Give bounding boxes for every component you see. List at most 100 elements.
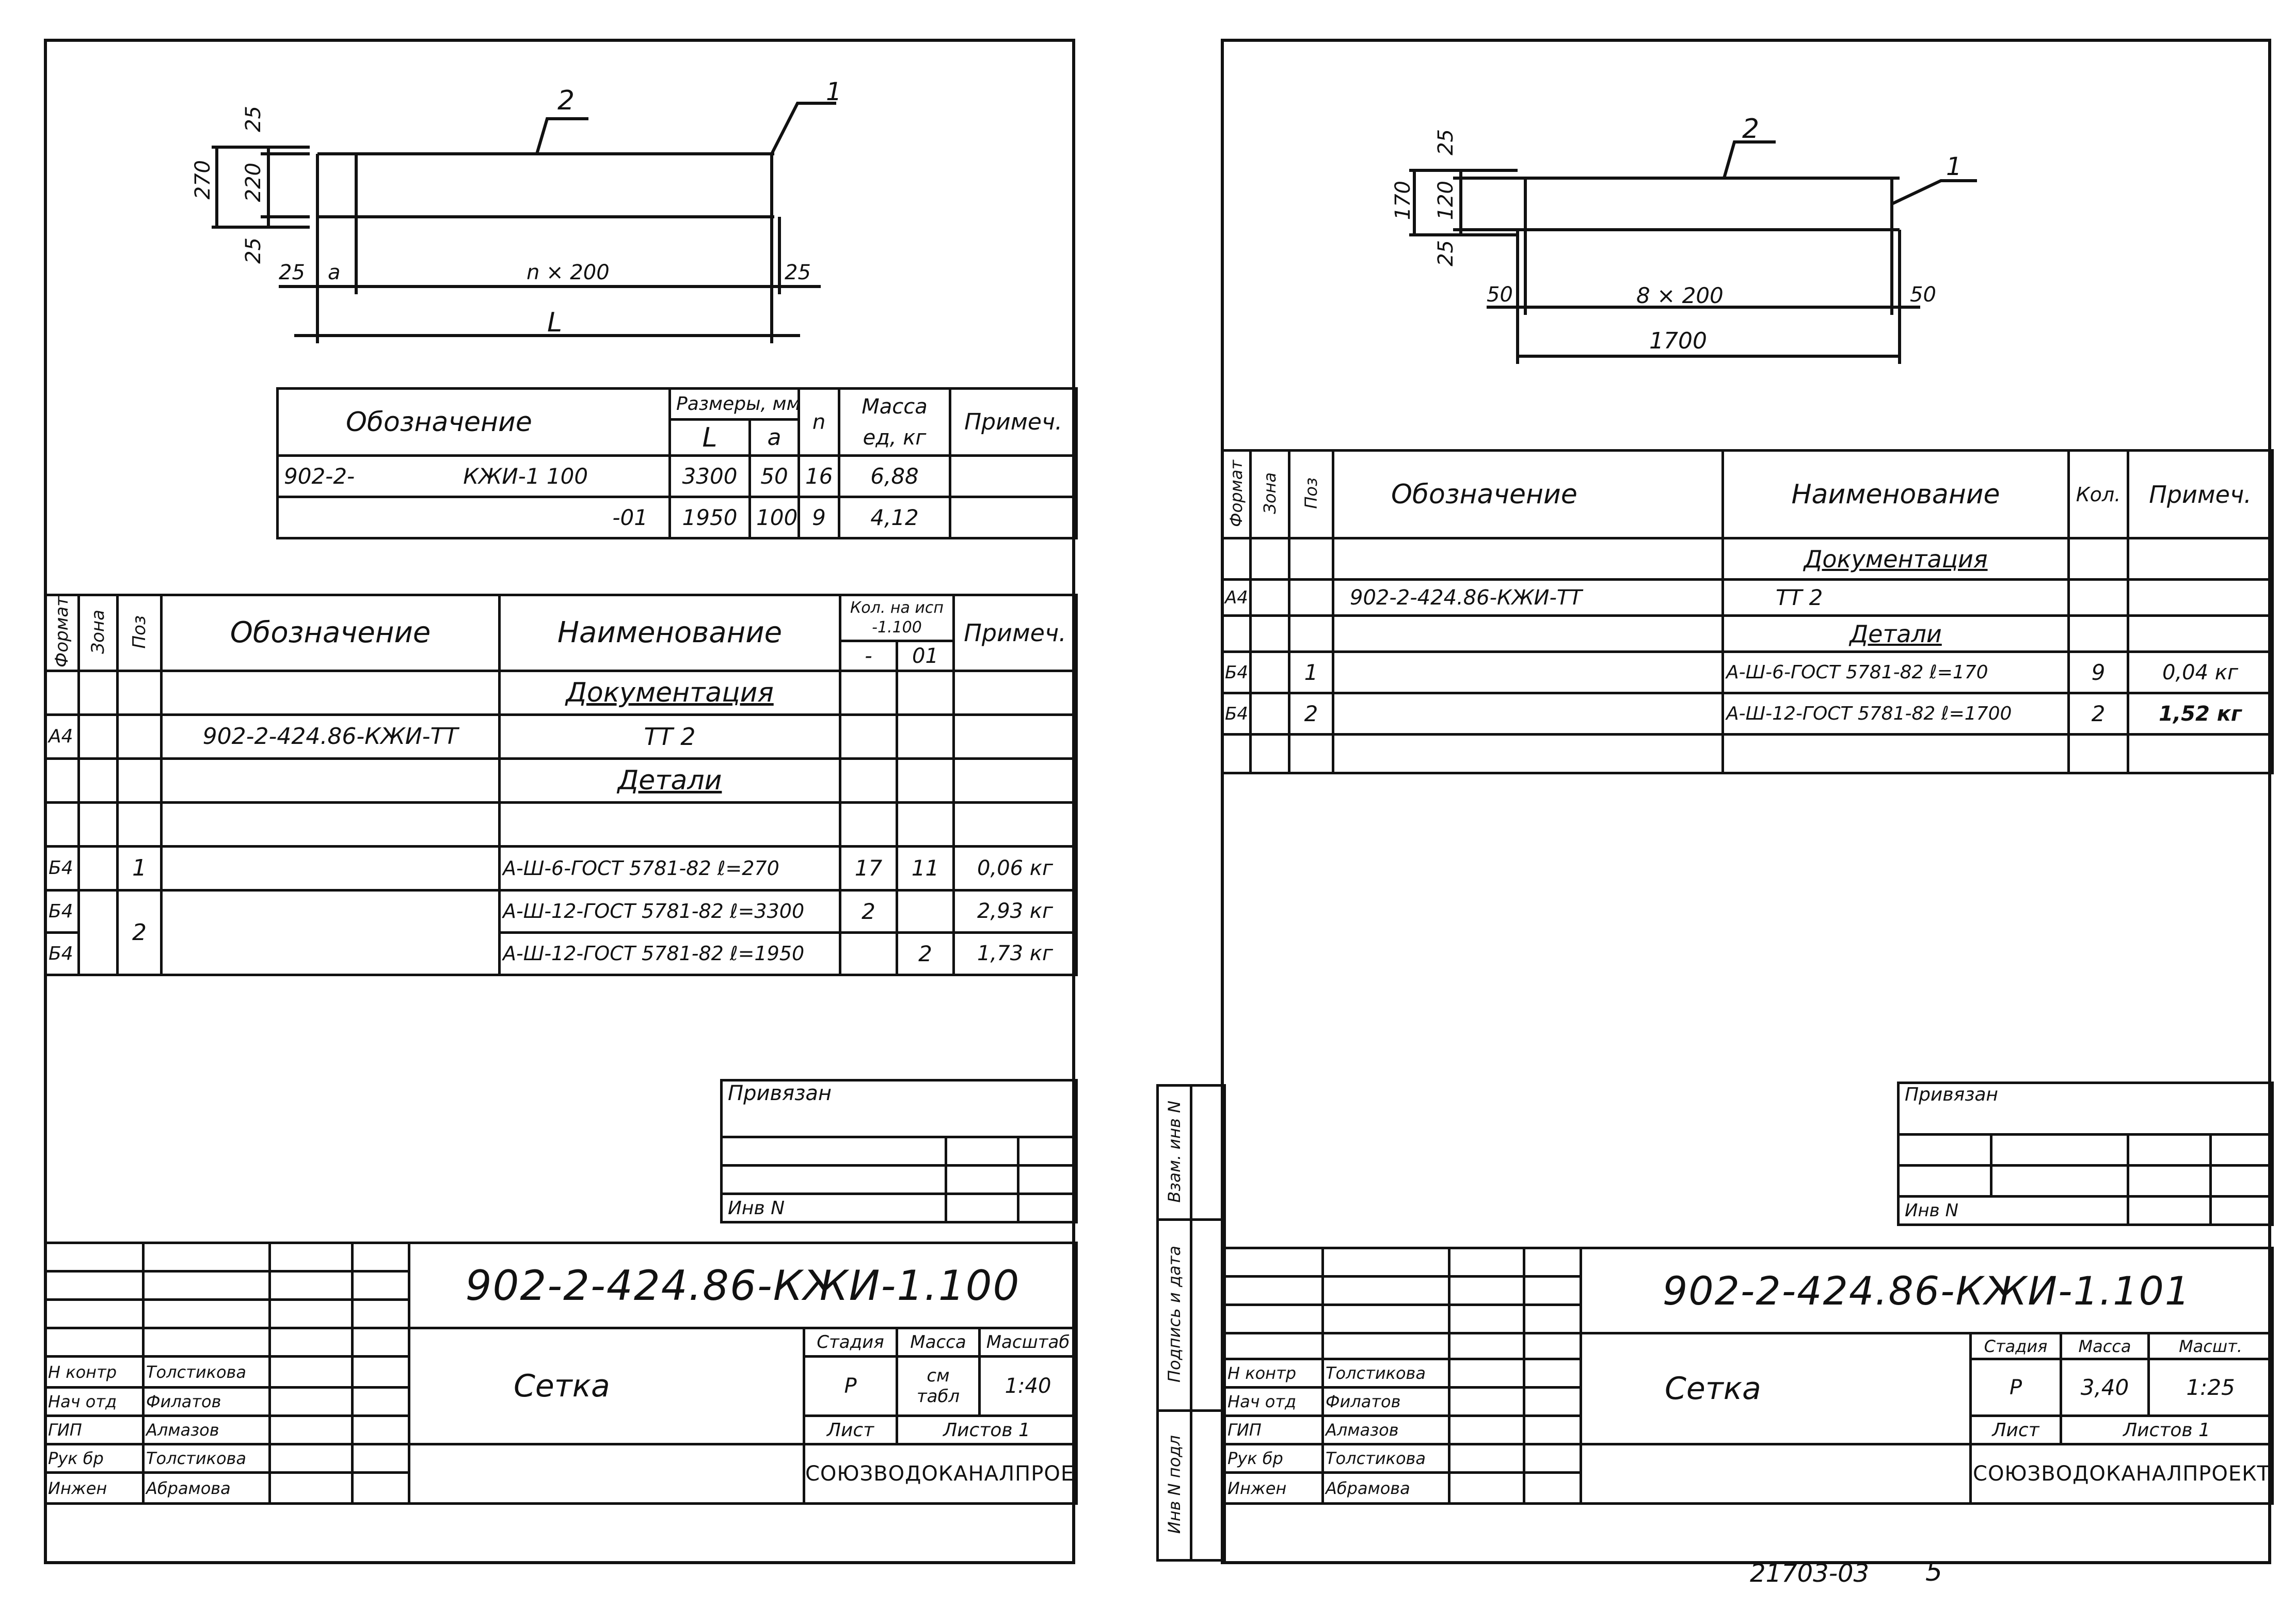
sheet-label: Лист <box>1969 1414 2062 1445</box>
drawing-title: Сетка <box>408 1327 805 1445</box>
designation-part: 902-2- <box>284 464 355 489</box>
cell-name: А-Ш-6-ГОСТ 5781-82 ℓ=170 <box>1721 650 2070 694</box>
cell-qty: 9 <box>2067 650 2129 694</box>
left-binding-box: Привязан Инв N <box>720 1079 1078 1223</box>
spec-header-qty: Кол. <box>2067 449 2129 539</box>
section-documentation: Документация <box>1721 537 2070 581</box>
inventory-label: Инв N <box>1897 1195 2129 1226</box>
size-table-header-L: L <box>668 418 751 457</box>
staff-role: Нач отд <box>44 1386 145 1417</box>
right-dim-1700: 1700 <box>1649 328 1707 354</box>
designation-part: КЖИ-1 100 <box>463 464 588 489</box>
right-sheet <box>1221 39 2271 1564</box>
title-header-stage: Стадия <box>1969 1332 2062 1360</box>
cell-name: ТТ 2 <box>498 713 841 760</box>
right-dim-50-left: 50 <box>1487 283 1513 307</box>
staff-name: Толстикова <box>1321 1358 1450 1389</box>
cell-note: 0,04 кг <box>2127 650 2274 694</box>
right-dim-50-right: 50 <box>1910 283 1936 307</box>
cell-qty-01: 2 <box>895 931 955 976</box>
right-dim-120: 120 <box>1434 181 1458 220</box>
table-row: Б4 2 А-Ш-12-ГОСТ 5781-82 ℓ=3300 2 2,93 к… <box>44 888 1078 976</box>
sheets-count: Листов 1 <box>2059 1414 2274 1445</box>
spec-header-format: Формат <box>1226 459 1246 527</box>
organization-name: СОЮЗВОДОКАНАЛПРОЕКТ <box>802 1443 1078 1505</box>
title-header-mass: Масса <box>2060 1332 2150 1360</box>
footer-document-number: 21703-03 <box>1750 1559 1870 1588</box>
cell-pos: 2 <box>116 888 163 976</box>
left-dim-25-right: 25 <box>785 261 811 284</box>
left-dim-25-left: 25 <box>279 261 305 284</box>
table-row: А4 902-2-424.86-КЖИ-ТТ ТТ 2 <box>1221 578 2274 617</box>
staff-role: Рук бр <box>44 1443 145 1474</box>
scale-value: 1:25 <box>2147 1358 2274 1417</box>
right-pos1-label: 1 <box>1946 152 1962 181</box>
staff-role: ГИП <box>1223 1414 1324 1445</box>
cell-qty: 2 <box>2067 692 2129 736</box>
sheet-label: Лист <box>803 1414 898 1445</box>
table-row: Б4 1 А-Ш-6-ГОСТ 5781-82 ℓ=270 17 11 0,06… <box>44 845 1078 892</box>
left-pos2-label: 2 <box>557 85 575 116</box>
staff-name: Филатов <box>142 1386 271 1417</box>
side-original-inventory-label: Инв N подл <box>1165 1435 1184 1534</box>
cell-format: Б4 <box>1221 692 1252 736</box>
staff-name: Алмазов <box>142 1414 271 1445</box>
table-row: -01 1950 100 9 4,12 <box>276 496 1078 539</box>
size-table-header-sizes: Размеры, мм <box>668 387 801 421</box>
staff-role: ГИП <box>44 1414 145 1445</box>
document-code: 902-2-424.86-КЖИ-1.100 <box>407 1242 1078 1329</box>
spec-header-qty-01: 01 <box>895 640 955 672</box>
table-row: Б4 2 А-Ш-12-ГОСТ 5781-82 ℓ=1700 2 1,52 к… <box>1221 692 2274 736</box>
table-row: Б4 1 А-Ш-6-ГОСТ 5781-82 ℓ=170 9 0,04 кг <box>1221 650 2274 694</box>
title-header-scale: Масшт. <box>2147 1332 2274 1360</box>
table-row: А4 902-2-424.86-КЖИ-ТТ ТТ 2 <box>44 713 1078 760</box>
section-parts: Детали <box>498 757 841 804</box>
staff-name: Толстикова <box>1321 1443 1450 1474</box>
staff-role: Нач отд <box>1223 1386 1324 1417</box>
mass-value: см табл <box>896 1355 981 1417</box>
cell-note: 1,52 кг <box>2127 692 2274 736</box>
title-header-mass: Масса <box>896 1327 981 1358</box>
designation-part: -01 <box>276 496 671 539</box>
mass-value: 3,40 <box>2060 1358 2150 1417</box>
right-title-block: 902-2-424.86-КЖИ-1.101 Сетка Стадия Масс… <box>1223 1247 2274 1505</box>
drawing-title: Сетка <box>1580 1332 1972 1445</box>
binding-label: Привязан <box>1897 1082 2274 1136</box>
right-spec-table: Формат Зона Поз Обозначение Наименование… <box>1221 449 2274 774</box>
spec-header-designation: Обозначение <box>1332 449 1724 539</box>
cell-n: 16 <box>798 454 841 498</box>
section-parts: Детали <box>1721 614 2070 653</box>
right-dim-8x200: 8 × 200 <box>1636 283 1724 308</box>
cell-format: А4 <box>1221 578 1252 617</box>
right-pos2-label: 2 <box>1742 114 1760 145</box>
title-header-stage: Стадия <box>803 1327 898 1358</box>
right-dim-170: 170 <box>1391 181 1415 220</box>
spec-header-designation: Обозначение <box>160 594 501 672</box>
spec-header-note: Примеч. <box>952 594 1078 672</box>
staff-name: Филатов <box>1321 1386 1450 1417</box>
staff-name: Алмазов <box>1321 1414 1450 1445</box>
staff-name: Абрамова <box>142 1471 271 1505</box>
left-size-table: Обозначение Размеры, мм n Масса ед, кг П… <box>276 387 1078 539</box>
cell-name: А-Ш-12-ГОСТ 5781-82 ℓ=3300 <box>498 888 841 934</box>
cell-L: 3300 <box>668 454 751 498</box>
left-dim-a: a <box>328 261 341 284</box>
right-binding-box: Привязан Инв N <box>1897 1082 2274 1226</box>
staff-role: Н контр <box>44 1355 145 1389</box>
sheets-count: Листов 1 <box>895 1414 1078 1445</box>
staff-role: Н контр <box>1223 1358 1324 1389</box>
cell-designation: 902-2-424.86-КЖИ-ТТ <box>1332 578 1724 617</box>
cell-designation: 902-2-424.86-КЖИ-ТТ <box>160 713 501 760</box>
cell-name: А-Ш-12-ГОСТ 5781-82 ℓ=1950 <box>498 931 841 976</box>
staff-role: Инжен <box>1223 1471 1324 1505</box>
cell-name: А-Ш-12-ГОСТ 5781-82 ℓ=1700 <box>1721 692 2070 736</box>
left-pos1-label: 1 <box>826 77 842 106</box>
cell-mass: 6,88 <box>838 454 952 498</box>
